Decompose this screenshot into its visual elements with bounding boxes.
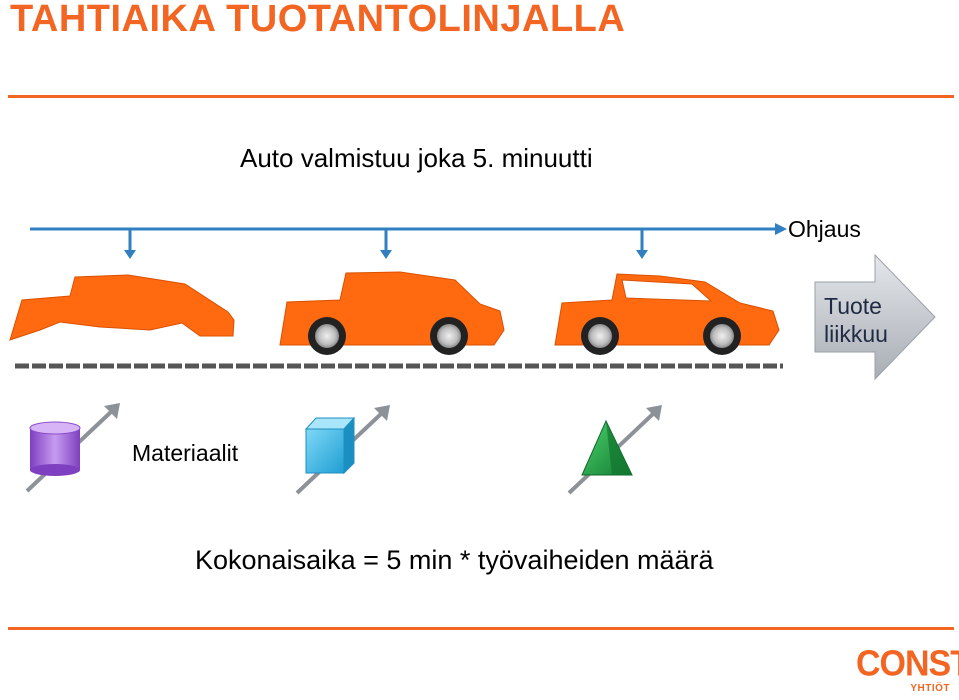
takt-subtitle: Auto valmistuu joka 5. minuutti <box>240 143 593 173</box>
control-arrow-icon <box>636 229 648 259</box>
slide-title: TAHTIAIKA TUOTANTOLINJALLA <box>10 0 626 40</box>
car-window <box>621 279 713 302</box>
pyramid-icon <box>581 419 633 476</box>
cylinder-icon <box>29 421 81 476</box>
product-label-line: Tuote <box>824 293 882 319</box>
complete-car-stage-3 <box>554 273 780 355</box>
logo-wordmark: CONSTI <box>856 644 959 684</box>
logo-subtext: YHTIÖT <box>910 683 950 694</box>
right-arrow-icon <box>814 253 936 381</box>
control-line <box>30 223 787 259</box>
bottom-divider <box>8 627 954 630</box>
top-divider <box>8 95 954 98</box>
control-label: Ohjaus <box>788 216 861 242</box>
control-arrow-icon <box>380 229 392 259</box>
product-label-line: liikkuu <box>824 321 888 347</box>
control-arrow-icon <box>124 229 136 259</box>
cube-icon <box>304 416 356 475</box>
company-logo: CONSTI YHTIÖT <box>856 644 959 697</box>
car-with-wheels-stage-2 <box>279 271 505 355</box>
car-body-stage-1 <box>9 274 235 341</box>
materials-label: Materiaalit <box>132 440 239 466</box>
product-moves-label: Tuote liikkuu <box>824 292 888 348</box>
total-time-formula: Kokonaisaika = 5 min * työvaiheiden määr… <box>195 545 714 575</box>
